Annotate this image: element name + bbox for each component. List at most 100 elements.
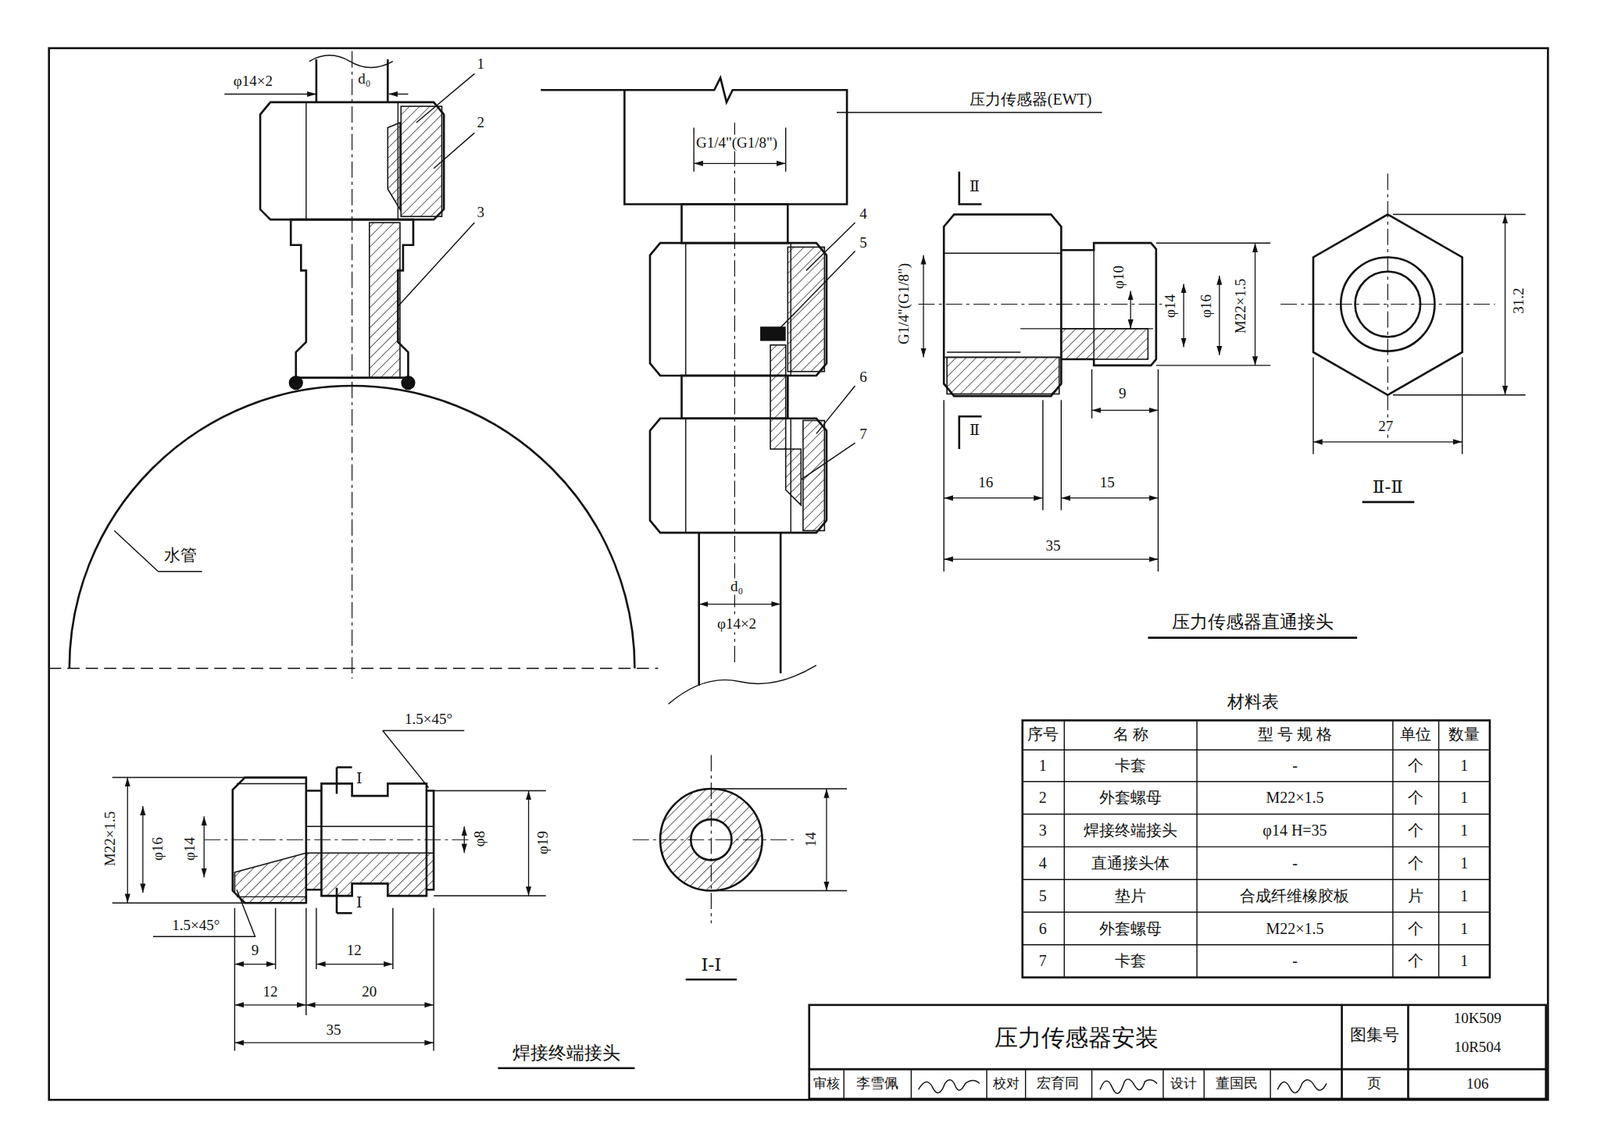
sensor-assembly-section-part [785, 449, 802, 506]
dimension-text: φ14×2 [232, 73, 275, 90]
weld-end-fitting-view-part [306, 1004, 434, 1006]
tube-section-view [632, 755, 847, 980]
table-cell: - [1290, 952, 1300, 970]
sensor-assembly-section-part [650, 418, 827, 533]
title-block-part [1277, 1080, 1327, 1094]
weld-end-fitting-view-part [234, 908, 434, 1052]
hex-section-view-part [1313, 357, 1463, 454]
table-cell: M22×1.5 [1264, 920, 1325, 938]
hex-section-view [1280, 173, 1525, 503]
weld-end-fitting-view-part [306, 826, 434, 828]
dimension-text: 14 [803, 830, 820, 849]
table-cell: 个 [1406, 854, 1425, 872]
title-block-part [809, 1005, 1547, 1100]
table-cell: 7 [1037, 952, 1049, 970]
title-block-cell: 106 [1464, 1076, 1491, 1093]
weld-end-fitting-view-part [203, 816, 205, 878]
dimension-text: 35 [325, 1022, 343, 1040]
table-cell: 1 [1037, 757, 1049, 775]
table-cell: 1 [1458, 757, 1470, 775]
view-caption: Ⅱ-Ⅱ [1371, 478, 1405, 498]
dimension-text: φ14 [1162, 292, 1179, 320]
straight-connector-view-part [943, 369, 1158, 572]
weld-end-fitting-view-part [306, 853, 434, 897]
table-header: 序号 [1025, 725, 1061, 743]
title-block [809, 1005, 1547, 1100]
tube-section-view-part [825, 789, 827, 892]
table-cell: - [1290, 854, 1300, 872]
view-caption: Ⅰ-Ⅰ [699, 955, 723, 975]
table-cell: 卡套 [1113, 952, 1148, 970]
straight-connector-view-part [1156, 242, 1271, 366]
sensor-assembly-section [540, 78, 1102, 705]
tube-section-view-part [685, 978, 737, 982]
dimension-text: 35 [1043, 537, 1062, 554]
weld-fitting-on-pipe-part [260, 102, 444, 220]
table-cell: 个 [1406, 920, 1425, 938]
tube-section-view-part [632, 755, 797, 925]
dimension-text: 27 [1376, 418, 1395, 436]
dimension-text: 20 [360, 983, 379, 1000]
table-title: 材料表 [1225, 692, 1281, 712]
table-cell: 1 [1458, 887, 1470, 905]
weld-end-fitting-view-part [234, 964, 275, 965]
table-cell: 1 [1458, 952, 1470, 970]
material-table-part [1064, 720, 1439, 978]
straight-connector-view-part [959, 171, 983, 450]
material-table [1022, 720, 1490, 978]
sensor-assembly-section-part [775, 222, 856, 480]
sensor-assembly-section-part [836, 111, 1103, 113]
dimension-text: 1.5×45° [170, 917, 222, 934]
table-header: 数量 [1446, 725, 1482, 743]
title-block-cell: 宏育同 [1035, 1077, 1081, 1093]
view-caption: 焊接终端接头 [510, 1044, 622, 1065]
weld-end-fitting-view-part [127, 778, 129, 904]
dimension-text: M22×1.5 [1232, 277, 1250, 336]
dimension-text: 16 [976, 474, 995, 491]
table-cell: 个 [1406, 757, 1425, 775]
dimension-text: 1.5×45° [403, 710, 454, 728]
sensor-assembly-section-part [650, 242, 827, 376]
material-table-part [1022, 720, 1490, 978]
title-block-cell: 10R504 [1452, 1039, 1503, 1057]
dimension-text: 12 [261, 983, 280, 1000]
title-block-cell: 校对 [991, 1077, 1022, 1093]
table-cell: M22×1.5 [1264, 789, 1325, 807]
weld-end-fitting-view-part [382, 730, 465, 788]
material-table-part [1022, 750, 1490, 945]
weld-end-fitting-view-part [234, 853, 306, 904]
weld-fitting-on-pipe-part [387, 122, 400, 210]
straight-connector-view-part [943, 214, 1061, 397]
sensor-assembly-section-part [699, 603, 781, 605]
view-caption: 压力传感器直通接头 [1170, 612, 1336, 633]
weld-end-fitting-view-part [528, 791, 529, 897]
dimension-text: 9 [250, 942, 261, 960]
sensor-assembly-section-part [770, 345, 786, 450]
table-cell: 合成纤维橡胶板 [1238, 887, 1351, 905]
table-cell: 1 [1458, 789, 1470, 807]
weld-fitting-on-pipe-part [49, 667, 659, 669]
sheet-frame-part [49, 48, 1549, 1101]
weld-fitting-on-pipe-part [224, 93, 317, 95]
hex-section-view-part [1313, 214, 1463, 396]
title-block-part [843, 1069, 1271, 1100]
dimension-text: φ16 [150, 835, 167, 863]
weld-end-fitting-view-part [232, 778, 307, 904]
dimension-text: φ16 [1197, 292, 1215, 320]
callout-number: 2 [475, 114, 486, 131]
table-header: 型 号 规 格 [1256, 725, 1334, 743]
table-cell: 1 [1458, 854, 1470, 872]
dimension-text: d₀ [356, 70, 372, 87]
title-block-cell: 李雪佩 [854, 1077, 900, 1093]
weld-fitting-on-pipe-part [369, 222, 400, 379]
weld-end-fitting-view-part [112, 778, 246, 904]
table-cell: 卡套 [1113, 757, 1148, 775]
sensor-assembly-section-part [787, 246, 825, 372]
straight-connector-view-part [1254, 242, 1256, 366]
tube-section-view-part [714, 789, 847, 892]
title-block-cell: 审核 [811, 1077, 842, 1093]
dimension-text: φ14×2 [715, 616, 758, 633]
sensor-assembly-section-part [693, 128, 786, 172]
section-mark: Ⅱ [967, 178, 982, 196]
straight-connector-view-part [1092, 410, 1159, 411]
